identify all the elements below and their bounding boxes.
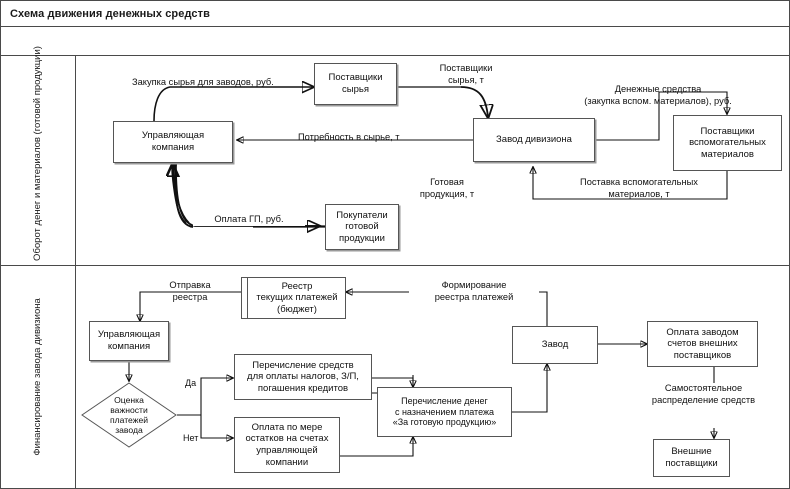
edge-label-decision-yes: Да (185, 378, 197, 390)
edge-label-self-distribution: Самостоятельное распределение средств (630, 383, 777, 407)
title-divider (1, 26, 789, 27)
node-upper-management-company-label: Управляющая компания (141, 130, 205, 153)
edge-label-raw-supply: Поставщики сырья, т (439, 63, 493, 85)
edge-label-raw-need: Потребность в сырье, т (298, 132, 400, 142)
diamond-shape (81, 382, 177, 448)
node-plant-pays-external-suppliers[interactable]: Оплата заводом счетов внешних поставщико… (647, 321, 758, 367)
page-title: Схема движения денежных средств (10, 8, 210, 20)
node-raw-material-suppliers[interactable]: Поставщики сырья (314, 63, 397, 105)
edge-label-aux-delivery: Поставка вспомогательных материалов, т (580, 177, 698, 199)
node-payment-from-balances-label: Оплата по мере остатков на счетах управл… (245, 421, 329, 468)
node-lower-management-company-label: Управляющая компания (97, 329, 161, 352)
node-transfer-taxes-salary-label: Перечисление средств для оплаты налогов,… (247, 359, 359, 394)
edge-label-finished-goods: Готовая продукция, т (419, 177, 475, 199)
node-payment-importance-decision-label: Оценка важности платежей завода (109, 394, 149, 436)
node-current-payments-register[interactable]: Реестр текущих платежей (бюджет) (241, 277, 346, 319)
node-division-plant-label: Завод дивизиона (496, 134, 572, 146)
page-title-bar: Схема движения денежных средств (1, 1, 789, 27)
node-division-plant[interactable]: Завод дивизиона (473, 118, 595, 162)
node-plant-label: Завод (541, 339, 569, 351)
node-raw-material-suppliers-label: Поставщики сырья (328, 72, 383, 95)
node-finished-goods-buyers-label: Покупатели готовой продукции (336, 209, 388, 244)
node-current-payments-register-label: Реестр текущих платежей (бюджет) (256, 280, 338, 315)
edge-label-register-formation: Формирование реестра платежей (409, 280, 539, 304)
band-label-divider (75, 55, 76, 488)
node-lower-management-company[interactable]: Управляющая компания (89, 321, 169, 361)
node-transfer-for-finished-goods-label: Перечисление денег с назначением платежа… (392, 395, 497, 428)
node-external-suppliers[interactable]: Внешние поставщики (653, 439, 730, 477)
band-divider (1, 265, 789, 266)
node-finished-goods-buyers[interactable]: Покупатели готовой продукции (325, 204, 399, 250)
node-payment-importance-decision[interactable]: Оценка важности платежей завода (81, 382, 177, 448)
node-plant-pays-external-suppliers-label: Оплата заводом счетов внешних поставщико… (666, 326, 739, 361)
node-payment-from-balances[interactable]: Оплата по мере остатков на счетах управл… (234, 417, 340, 473)
spacer-divider (1, 55, 789, 56)
edge-label-payment-fg: Оплата ГП, руб. (193, 214, 305, 226)
band-label-materials: Оборот денег и материалов (готовой проду… (1, 45, 75, 265)
band-label-materials-text: Оборот денег и материалов (готовой проду… (32, 45, 44, 261)
node-transfer-for-finished-goods[interactable]: Перечисление денег с назначением платежа… (377, 387, 512, 437)
node-external-suppliers-label: Внешние поставщики (665, 446, 718, 469)
band-label-financing: Финансирование завода дивизиона (1, 266, 75, 488)
edge-label-raw-purchase: Закупка сырья для заводов, руб. (132, 77, 274, 87)
node-auxiliary-material-suppliers-label: Поставщики вспомогательных материалов (689, 125, 766, 160)
node-upper-management-company[interactable]: Управляющая компания (113, 121, 233, 163)
edge-label-register-send: Отправка реестра (169, 280, 211, 302)
node-auxiliary-material-suppliers[interactable]: Поставщики вспомогательных материалов (673, 115, 782, 171)
document-left-bar (247, 277, 248, 319)
node-transfer-taxes-salary[interactable]: Перечисление средств для оплаты налогов,… (234, 354, 372, 400)
band-label-financing-text: Финансирование завода дивизиона (32, 298, 44, 456)
edge-label-cash-aux: Денежные средства (закупка вспом. матери… (584, 84, 732, 106)
node-plant[interactable]: Завод (512, 326, 598, 364)
edge-label-decision-no: Нет (183, 433, 199, 445)
